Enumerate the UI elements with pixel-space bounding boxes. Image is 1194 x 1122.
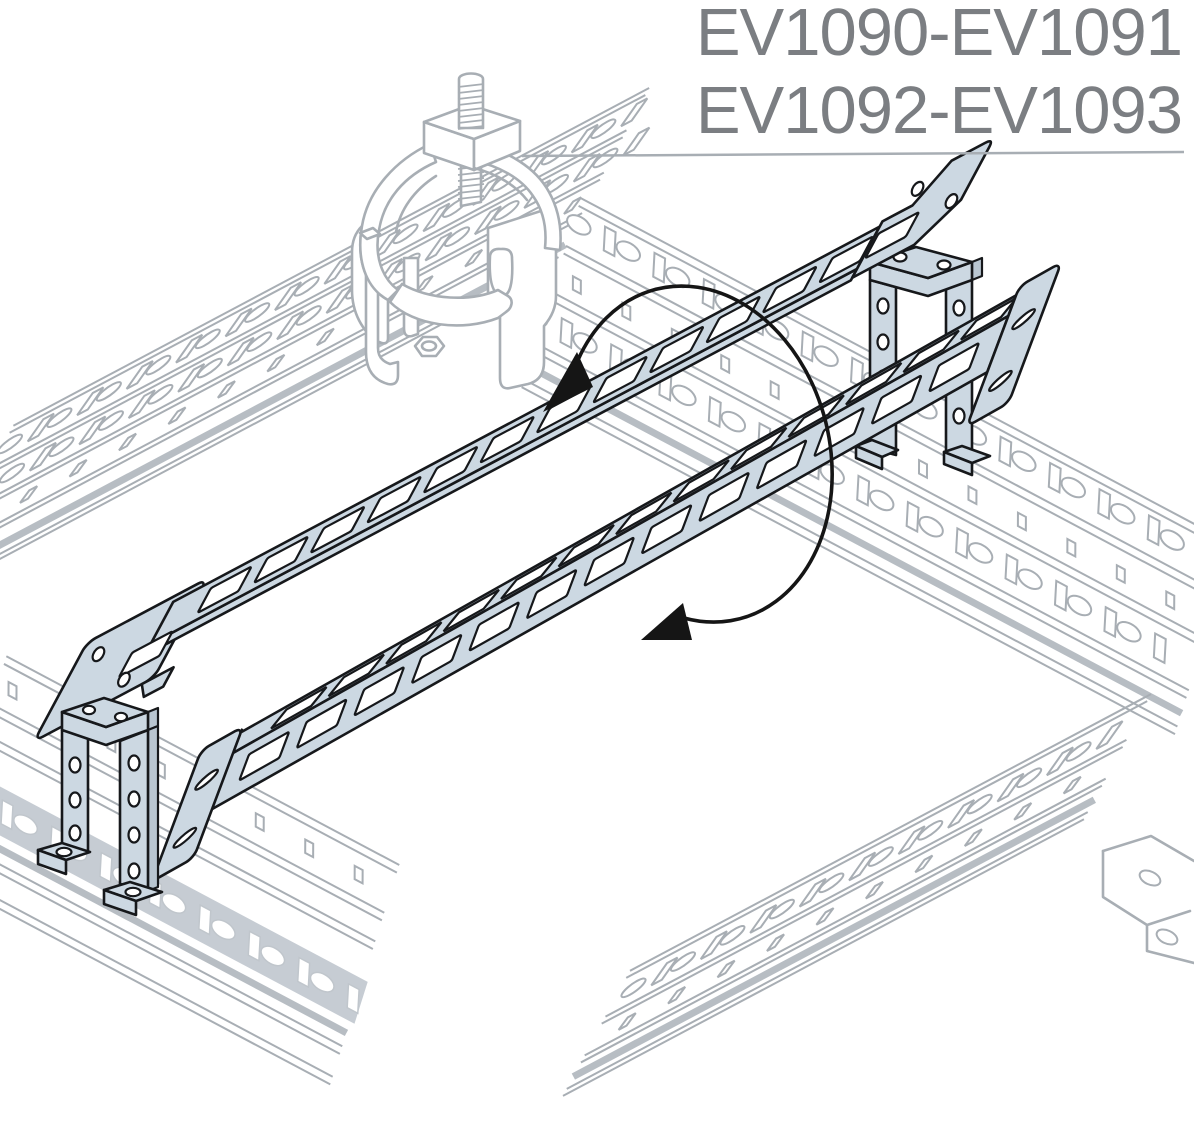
- callout-leader-line: [522, 152, 1184, 156]
- perforated-crossbar-lower: [150, 262, 1061, 887]
- frame-corner-bracket-icon: [1103, 836, 1194, 963]
- perforated-crossbar-upper: [24, 138, 994, 761]
- part-number-line1: EV1090-EV1091: [696, 0, 1182, 70]
- part-number-line2: EV1092-EV1093: [696, 73, 1182, 148]
- rotate-flip-arrow-icon: [543, 286, 832, 640]
- u-support-bracket-left: [38, 698, 162, 915]
- cable-clamp-icon: [352, 74, 561, 389]
